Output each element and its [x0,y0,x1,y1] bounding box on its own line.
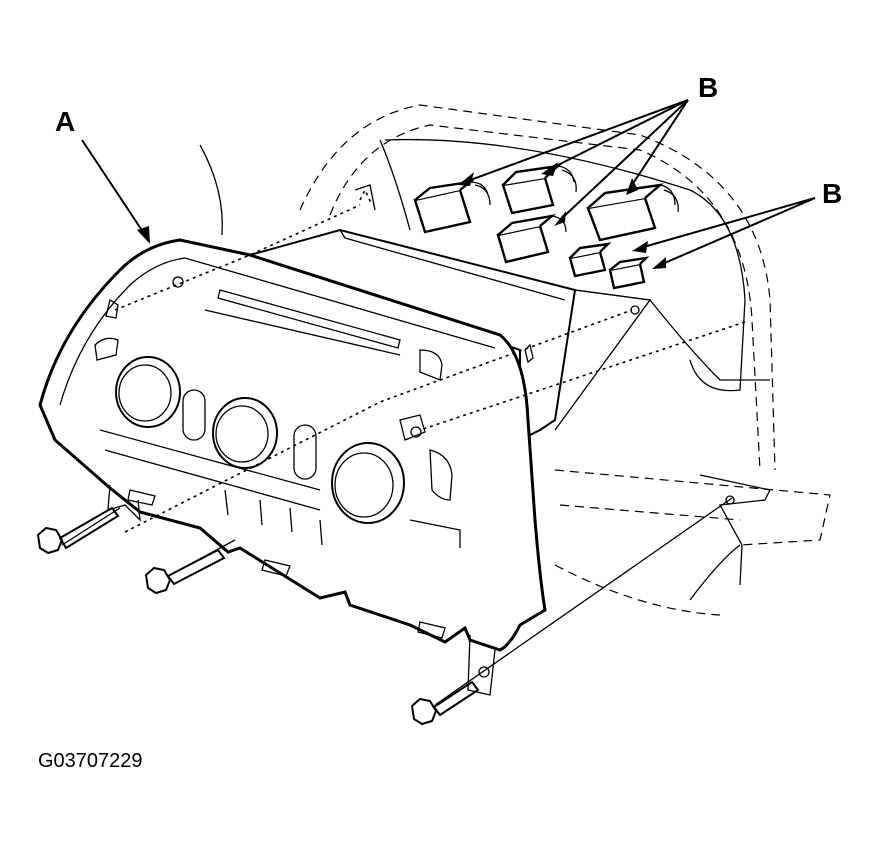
button-slots [99,389,461,548]
alignment-lines [114,184,746,533]
callout-label-a: A [55,106,76,137]
bolt-right-icon [410,495,735,726]
knob-left [115,356,181,428]
connector-4 [586,183,679,242]
bolt-left-icon [36,506,121,555]
connector-5 [568,242,612,278]
dashboard-outline [199,104,831,616]
bolt-middle-icon [144,539,236,595]
leader-arrow-a [81,139,150,244]
connector-6 [608,256,650,290]
callout-label-b-right: B [822,178,843,209]
connectors-right-group [568,242,650,290]
knob-middle [212,397,278,469]
callout-label-b-upper: B [698,72,719,103]
connectors-upper-group [413,164,679,264]
connector-3 [496,214,567,264]
knob-right [331,442,405,524]
leader-arrows-b [458,99,816,269]
control-panel-face [38,238,547,696]
connector-1 [413,180,491,234]
figure-id: G03707229 [38,750,143,772]
connector-2 [501,164,577,215]
